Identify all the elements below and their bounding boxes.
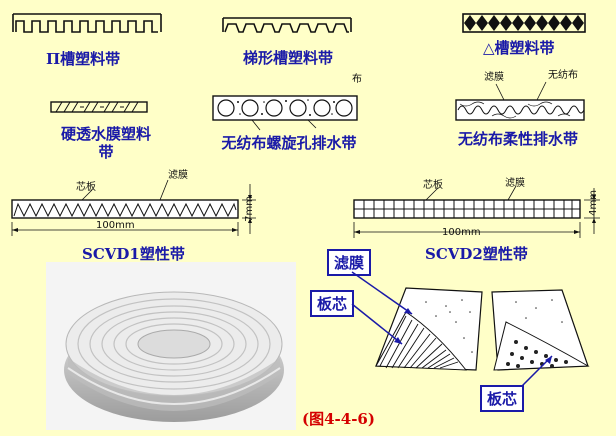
filter-film-callout: 滤膜 (327, 249, 372, 276)
core-left-callout: 板芯 (310, 290, 355, 317)
pi-channel-strip-label: Π槽塑料带 (46, 50, 121, 68)
flexible-strip-label: 无纺布柔性排水带 (458, 130, 579, 148)
spiral-hole-strip-drawing (212, 95, 358, 131)
scvd2-title: SCVD2塑性带 (425, 245, 528, 263)
hard-film-strip-drawing (50, 101, 148, 113)
flexible-nonwoven-label: 无纺布 (548, 70, 578, 81)
triangle-strip-drawing (462, 13, 586, 33)
flexible-filter-label: 滤膜 (484, 72, 504, 83)
trapezoid-strip-drawing (222, 17, 352, 33)
scvd1-cross-section (11, 179, 256, 236)
scvd1-width-dim: 100mm (96, 220, 135, 231)
scvd1-core-label: 芯板 (76, 182, 96, 193)
figure-caption: (图4-4-6) (302, 410, 375, 428)
drain-board-sketch (375, 287, 590, 371)
scvd1-filter-label: 滤膜 (168, 170, 188, 181)
pi-channel-strip-drawing (12, 13, 162, 33)
scvd2-filter-label: 滤膜 (505, 178, 525, 189)
trapezoid-side-note: 布 (352, 74, 362, 85)
scvd2-core-label: 芯板 (423, 180, 443, 191)
filter-film-arrow (351, 271, 413, 315)
spiral-hole-strip-label: 无纺布螺旋孔排水带 (221, 134, 357, 152)
core-right-arrow (521, 355, 553, 387)
core-right-callout: 板芯 (480, 385, 525, 412)
trapezoid-strip-label: 梯形槽塑料带 (243, 49, 334, 67)
triangle-strip-label: △槽塑料带 (483, 39, 555, 57)
hard-film-strip-label: 硬透水膜塑料带 (60, 125, 151, 161)
flexible-strip-drawing (455, 81, 585, 121)
coiled-strip-photo (46, 262, 296, 430)
scvd1-title: SCVD1塑性带 (82, 245, 185, 263)
scvd2-cross-section (353, 185, 600, 238)
scvd2-thickness-dim: 4mm (588, 190, 599, 216)
core-left-arrow (351, 303, 403, 345)
scvd2-width-dim: 100mm (442, 227, 481, 238)
scvd1-thickness-dim: 7mm (244, 196, 255, 222)
